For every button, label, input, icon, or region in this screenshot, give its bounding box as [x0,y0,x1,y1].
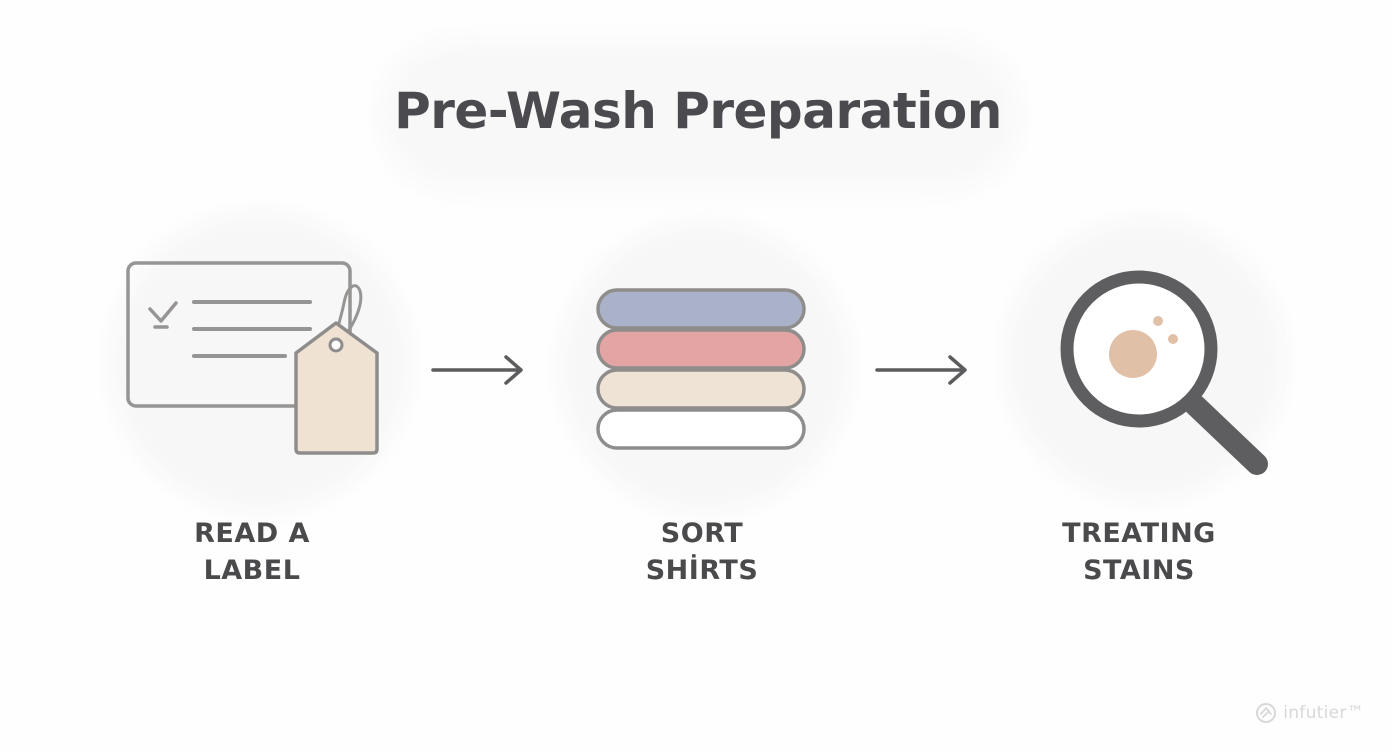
clothing-label-tag-icon [126,261,379,455]
watermark: infutier™ [1255,700,1364,726]
arrow-right-icon [875,355,967,385]
step-2-label: SORT SHİRTS [645,518,759,586]
stacked-shirts-icon [596,288,806,450]
step-1-label: READ A LABEL [194,518,310,586]
title-backdrop [380,40,1020,190]
watermark-text: infutier™ [1283,703,1364,723]
brand-logo-icon [1256,703,1277,723]
step-3-label: TREATING STAINS [1062,518,1216,586]
diagram-title: Pre-Wash Preparation [394,82,1002,140]
arrow-right-icon [431,355,523,385]
magnifying-glass-stain-icon [1060,270,1268,475]
